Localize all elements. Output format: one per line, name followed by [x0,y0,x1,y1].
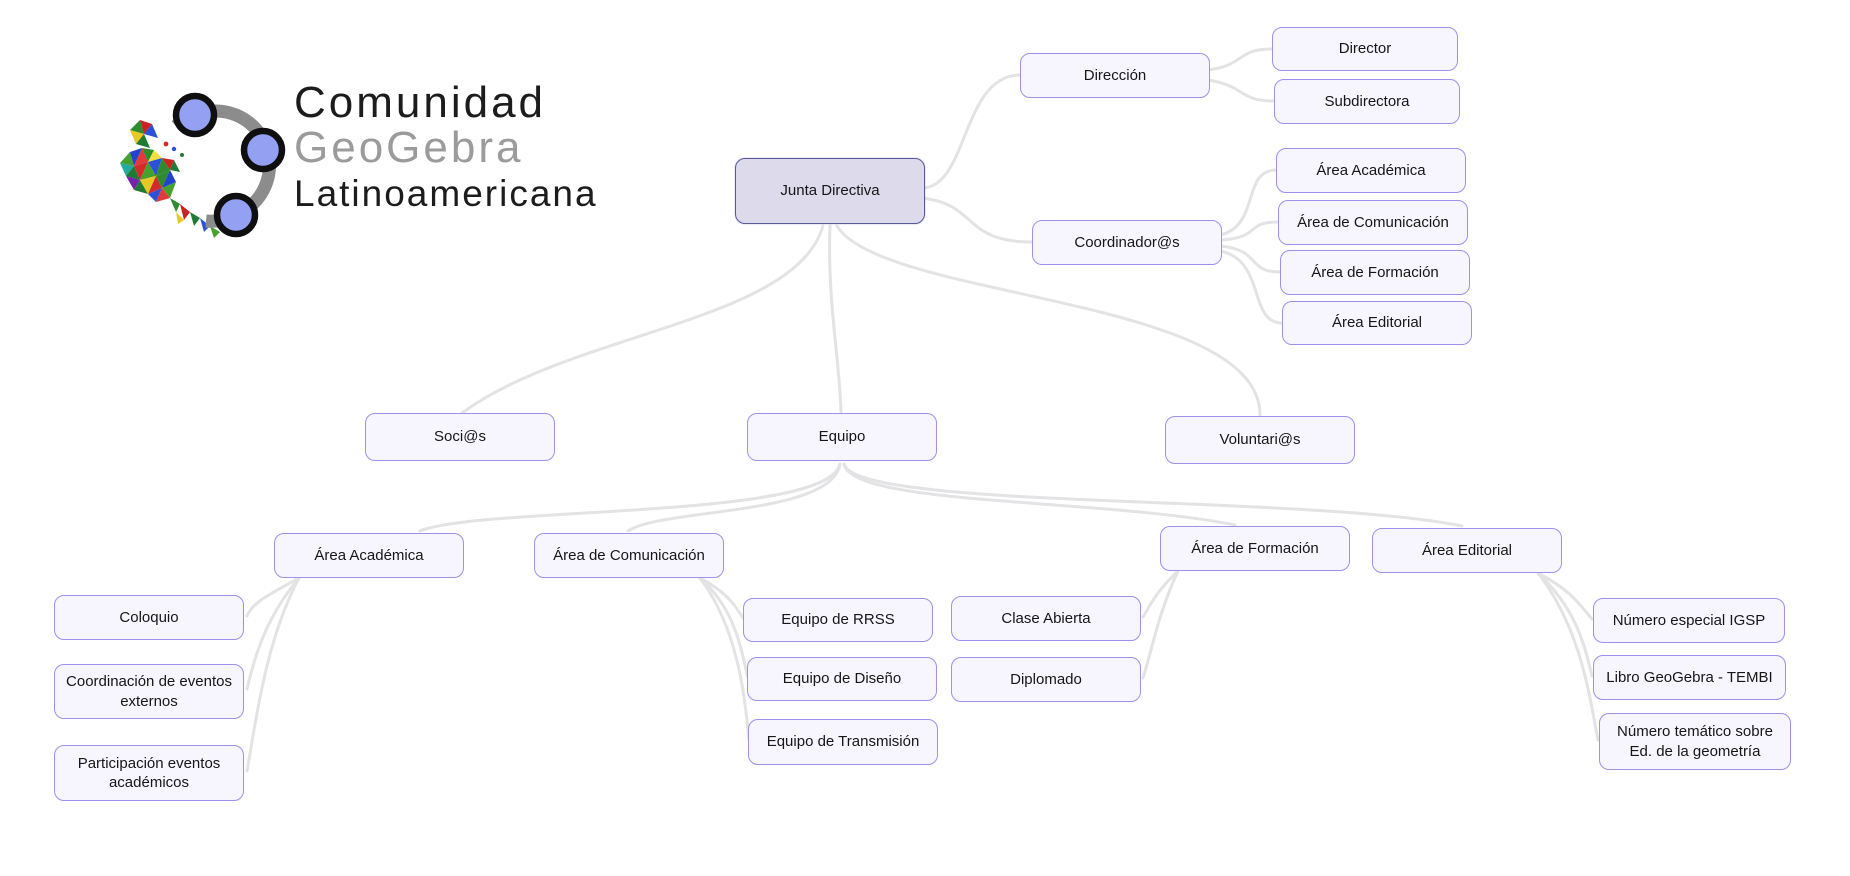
node-participacion-eventos-academicos[interactable]: Participación eventos académicos [54,745,244,801]
node-label: Área Editorial [1421,541,1513,559]
node-label: Equipo [818,428,866,446]
node-area-comunicacion-equipo[interactable]: Área de Comunicación [534,533,724,578]
node-subdirectora[interactable]: Subdirectora [1274,79,1460,124]
node-voluntarios[interactable]: Voluntari@s [1165,416,1355,464]
node-director[interactable]: Director [1272,27,1458,71]
node-coordinacion-eventos-externos[interactable]: Coordinación de eventos externos [54,664,244,719]
node-label: Libro GeoGebra - TEMBI [1606,668,1773,686]
node-junta-directiva[interactable]: Junta Directiva [735,158,925,224]
node-label: Participación eventos académicos [77,754,221,792]
node-area-academica-coordinadores[interactable]: Área Académica [1276,148,1466,193]
node-label: Soci@s [434,428,486,446]
node-area-comunicacion-coordinadores[interactable]: Área de Comunicación [1278,200,1468,245]
node-label: Equipo de Diseño [782,670,902,688]
node-label: Área Académica [1316,161,1426,179]
node-coloquio[interactable]: Coloquio [54,595,244,640]
latam-map-mosaic [120,120,220,238]
node-libro-geogebra-tembi[interactable]: Libro GeoGebra - TEMBI [1593,655,1786,700]
node-numero-tematico-geometria[interactable]: Número temático sobre Ed. de la geometrí… [1599,713,1791,770]
node-label: Área de Comunicación [553,546,705,564]
logo-wordmark: Comunidad GeoGebra Latinoamericana [294,80,598,217]
node-area-formacion-equipo[interactable]: Área de Formación [1160,526,1350,571]
node-equipo-rrss[interactable]: Equipo de RRSS [743,598,933,642]
node-equipo[interactable]: Equipo [747,413,937,461]
node-label: Clase Abierta [1001,609,1091,627]
node-label: Junta Directiva [780,182,880,200]
node-label: Voluntari@s [1219,431,1301,449]
node-label: Dirección [1083,66,1147,84]
logo: Comunidad GeoGebra Latinoamericana [118,58,638,258]
node-label: Coordinador@s [1074,233,1180,251]
node-label: Área de Comunicación [1297,213,1449,231]
node-label: Área Académica [314,546,424,564]
logo-line-latinoamericana: Latinoamericana [294,173,598,214]
node-label: Área de Formación [1191,539,1319,557]
node-area-academica-equipo[interactable]: Área Académica [274,533,464,578]
node-area-editorial-equipo[interactable]: Área Editorial [1372,528,1562,573]
node-socios[interactable]: Soci@s [365,413,555,461]
node-area-formacion-coordinadores[interactable]: Área de Formación [1280,250,1470,295]
node-label: Coordinación de eventos externos [66,673,232,710]
node-direccion[interactable]: Dirección [1020,53,1210,98]
node-label: Área de Formación [1311,263,1439,281]
node-label: Director [1338,40,1392,58]
node-numero-especial-igsp[interactable]: Número especial IGSP [1593,598,1785,643]
node-label: Número temático sobre Ed. de la geometrí… [1617,723,1773,760]
logo-line-comunidad: Comunidad [294,78,547,127]
geogebra-points [172,92,286,238]
geogebra-logo-icon [120,92,286,238]
node-coordinadores[interactable]: Coordinador@s [1032,220,1222,265]
node-label: Coloquio [119,608,179,626]
node-label: Equipo de RRSS [781,611,895,629]
node-equipo-diseno[interactable]: Equipo de Diseño [747,657,937,701]
node-area-editorial-coordinadores[interactable]: Área Editorial [1282,301,1472,345]
node-diplomado[interactable]: Diplomado [951,657,1141,702]
node-equipo-transmision[interactable]: Equipo de Transmisión [748,719,938,765]
node-label: Área Editorial [1331,314,1423,332]
node-label: Diplomado [1010,670,1082,688]
node-label: Equipo de Transmisión [766,733,920,751]
node-label: Número especial IGSP [1612,611,1766,629]
node-clase-abierta[interactable]: Clase Abierta [951,596,1141,641]
logo-line-geogebra: GeoGebra [294,123,524,172]
node-label: Subdirectora [1324,92,1410,110]
